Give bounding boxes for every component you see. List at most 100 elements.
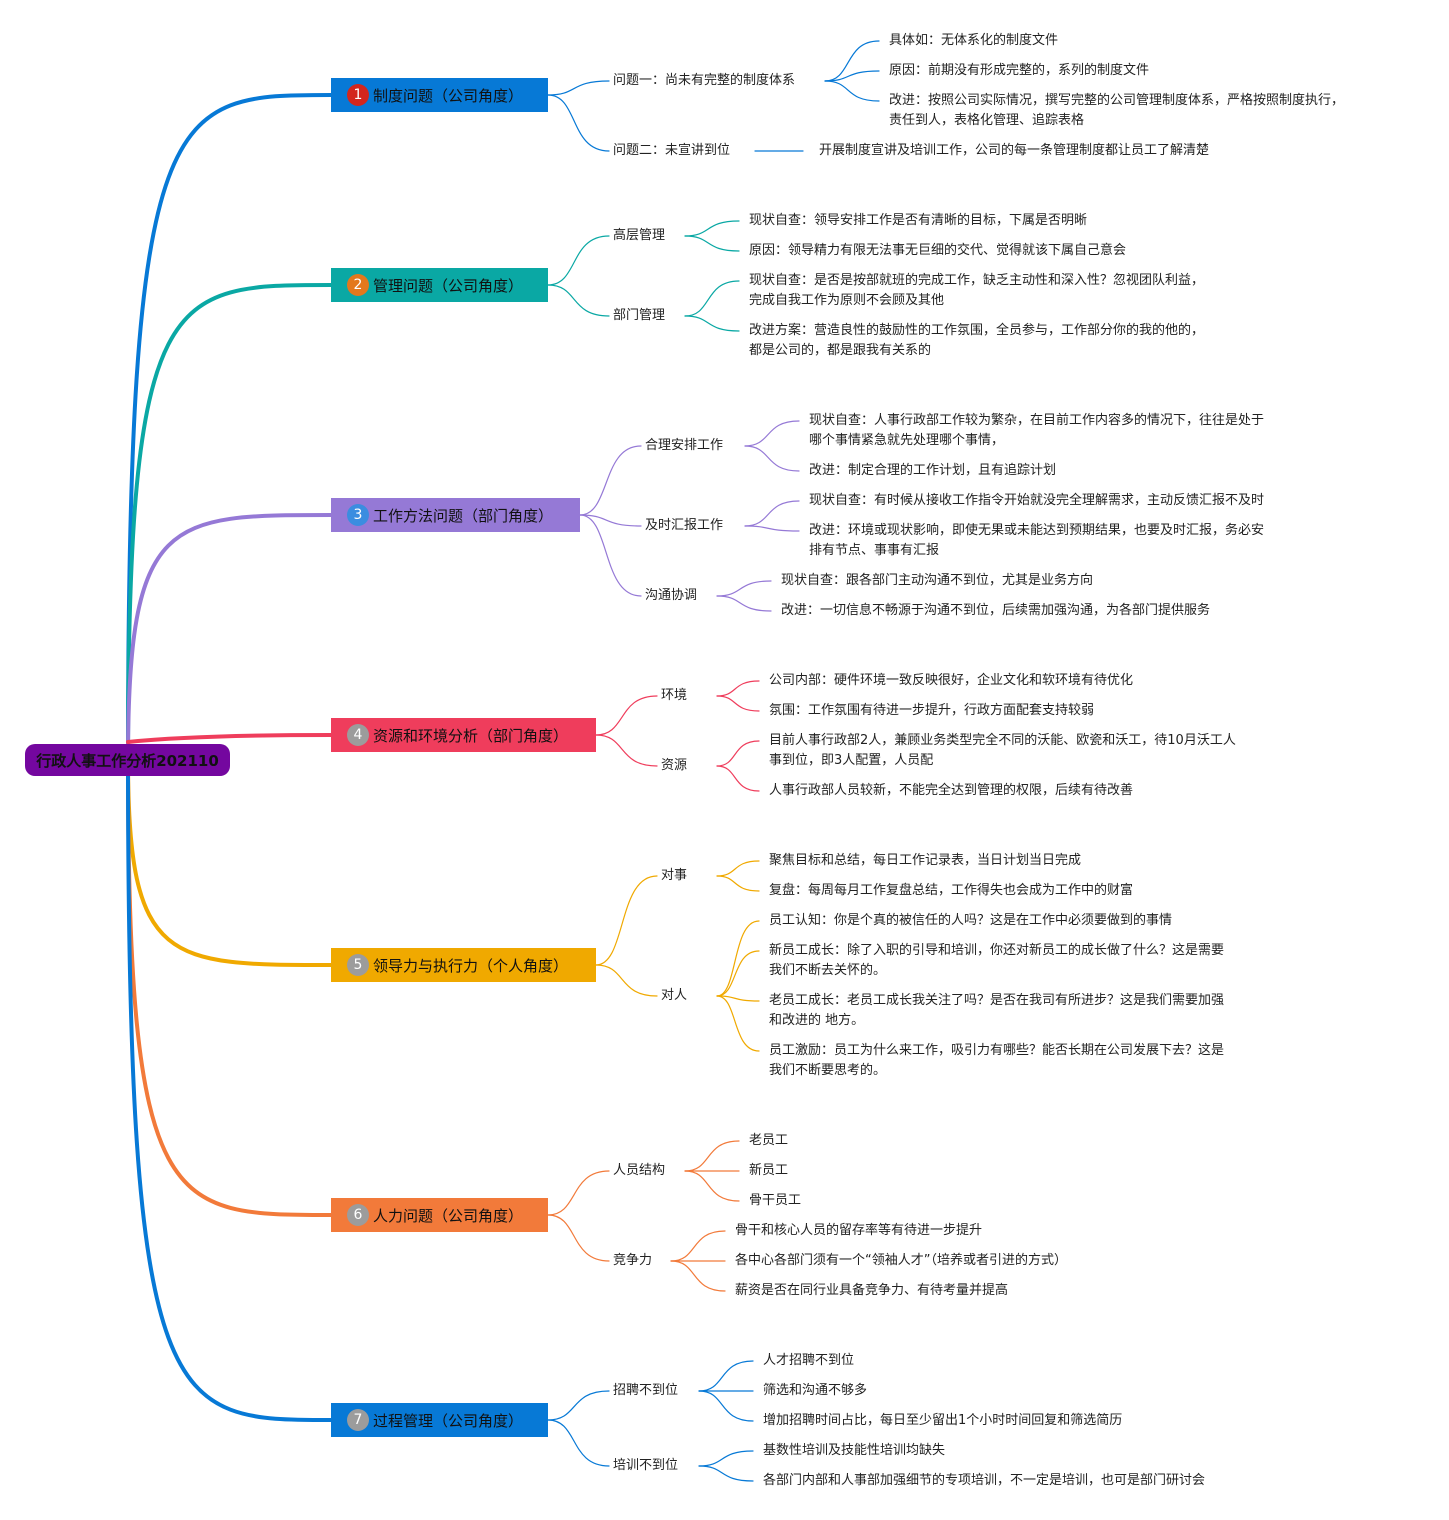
leaf-item[interactable]: 增加招聘时间占比，每日至少留出1个小时时间回复和筛选简历 bbox=[763, 1413, 1123, 1428]
leaf-item[interactable]: 现状自查：人事行政部工作较为繁杂，在目前工作内容多的情况下，往往是处于 哪个事情… bbox=[809, 413, 1265, 448]
subtopic[interactable]: 培训不到位 bbox=[613, 1458, 679, 1473]
subtopic[interactable]: 资源 bbox=[661, 758, 688, 773]
leaf-item[interactable]: 人事行政部人员较新，不能完全达到管理的权限，后续有待改善 bbox=[769, 783, 1134, 798]
leaf-item[interactable]: 改进：环境或现状影响，即使无果或未能达到预期结果，也要及时汇报，务必安 排有节点… bbox=[809, 523, 1265, 558]
leaf-item[interactable]: 骨干员工 bbox=[749, 1193, 802, 1208]
subtopic[interactable]: 沟通协调 bbox=[645, 588, 698, 603]
leaf-connector bbox=[824, 70, 880, 82]
subtopic[interactable]: 人员结构 bbox=[613, 1163, 666, 1178]
leaf-item[interactable]: 具体如：无体系化的制度文件 bbox=[889, 33, 1059, 48]
subtopic-connector bbox=[547, 1419, 610, 1467]
subtopic[interactable]: 问题二：未宣讲到位 bbox=[613, 143, 731, 158]
leaf-connector bbox=[716, 695, 760, 712]
subtopic[interactable]: 及时汇报工作 bbox=[645, 518, 724, 533]
leaf-item[interactable]: 薪资是否在同行业具备竞争力、有待考量并提高 bbox=[735, 1283, 1009, 1298]
branch-connector bbox=[126, 283, 333, 762]
leaf-item[interactable]: 公司内部：硬件环境一致反映很好，企业文化和软环境有待优化 bbox=[769, 673, 1134, 688]
subtopic-connector bbox=[547, 235, 610, 286]
subtopic-connector bbox=[547, 1214, 610, 1262]
subtopic-connector bbox=[579, 445, 642, 516]
leaf-item[interactable]: 现状自查：领导安排工作是否有清晰的目标，下属是否明晰 bbox=[749, 213, 1088, 228]
subtopic-connector bbox=[595, 734, 658, 767]
leaf-item[interactable]: 各中心各部门须有一个“领袖人才”（培养或者引进的方式） bbox=[735, 1253, 1067, 1268]
leaf-item[interactable]: 骨干和核心人员的留存率等有待进一步提升 bbox=[735, 1223, 983, 1238]
leaf-item[interactable]: 改进：一切信息不畅源于沟通不到位，后续需加强沟通，为各部门提供服务 bbox=[781, 603, 1211, 618]
leaf-item[interactable]: 各部门内部和人事部加强细节的专项培训，不一定是培训，也可是部门研讨会 bbox=[763, 1473, 1206, 1488]
subtopic[interactable]: 对事 bbox=[661, 868, 688, 883]
leaf-item[interactable]: 改进方案：营造良性的鼓励性的工作氛围，全员参与，工作部分你的我的他的， 都是公司… bbox=[749, 323, 1205, 358]
subtopic[interactable]: 高层管理 bbox=[613, 228, 666, 243]
leaf-item[interactable]: 原因：领导精力有限无法事无巨细的交代、觉得就该下属自己意会 bbox=[749, 243, 1127, 258]
leaf-connector bbox=[684, 1140, 740, 1172]
leaf-item[interactable]: 筛选和沟通不够多 bbox=[763, 1383, 868, 1398]
leaf-item[interactable]: 改进：制定合理的工作计划，且有追踪计划 bbox=[809, 463, 1057, 478]
leaf-item[interactable]: 改进：按照公司实际情况，撰写完整的公司管理制度体系，严格按照制度执行， 责任到人… bbox=[889, 93, 1345, 128]
branch-connector bbox=[126, 513, 333, 762]
subtopic[interactable]: 招聘不到位 bbox=[613, 1383, 679, 1398]
root-topic[interactable]: 行政人事工作分析202110 bbox=[25, 744, 230, 776]
subtopic-connector bbox=[547, 1170, 610, 1216]
branch-connector bbox=[126, 758, 333, 967]
subtopic[interactable]: 竞争力 bbox=[613, 1253, 653, 1268]
subtopic-connector bbox=[595, 964, 658, 997]
subtopic[interactable]: 合理安排工作 bbox=[645, 438, 724, 453]
leaf-item[interactable]: 开展制度宣讲及培训工作，公司的每一条管理制度都让员工了解清楚 bbox=[819, 143, 1210, 158]
leaf-connector bbox=[716, 995, 760, 1052]
leaf-connector bbox=[684, 235, 740, 252]
leaf-item[interactable]: 现状自查：跟各部门主动沟通不到位，尤其是业务方向 bbox=[781, 573, 1094, 588]
branch-connector bbox=[126, 758, 333, 1422]
leaf-item[interactable]: 老员工成长：老员工成长我关注了吗？是否在我司有所进步？这是我们需要加强 和改进的… bbox=[769, 993, 1225, 1028]
branch-connector bbox=[126, 758, 333, 1217]
leaf-item[interactable]: 基数性培训及技能性培训均缺失 bbox=[763, 1443, 946, 1458]
subtopic[interactable]: 问题一：尚未有完整的制度体系 bbox=[613, 73, 796, 88]
subtopic[interactable]: 部门管理 bbox=[613, 308, 666, 323]
subtopic[interactable]: 环境 bbox=[661, 688, 688, 703]
leaf-item[interactable]: 新员工 bbox=[749, 1163, 789, 1178]
topic-label: 管理问题（公司角度） bbox=[373, 276, 524, 295]
topic-number-badge: 2 bbox=[347, 274, 369, 296]
topic-label: 工作方法问题（部门角度） bbox=[373, 506, 554, 525]
leaf-item[interactable]: 员工认知：你是个真的被信任的人吗？这是在工作中必须要做到的事情 bbox=[769, 913, 1173, 928]
leaf-item[interactable]: 氛围：工作氛围有待进一步提升，行政方面配套支持较弱 bbox=[769, 703, 1095, 718]
leaf-item[interactable]: 原因：前期没有形成完整的，系列的制度文件 bbox=[889, 63, 1150, 78]
topic-number-badge: 1 bbox=[347, 84, 369, 106]
leaf-connector bbox=[698, 1465, 754, 1482]
leaf-connector bbox=[744, 525, 800, 532]
branch-connector bbox=[126, 93, 333, 762]
topic-label: 领导力与执行力（个人角度） bbox=[373, 956, 569, 975]
leaf-connector bbox=[716, 765, 760, 792]
leaf-connector bbox=[716, 995, 760, 1002]
leaf-connector bbox=[698, 1450, 754, 1467]
leaf-connector bbox=[716, 920, 760, 997]
leaf-connector bbox=[824, 40, 880, 82]
leaf-item[interactable]: 人才招聘不到位 bbox=[763, 1353, 855, 1368]
subtopic[interactable]: 对人 bbox=[661, 988, 688, 1003]
leaf-connector bbox=[698, 1390, 754, 1422]
branch-connector bbox=[126, 733, 333, 744]
topic-number-badge: 6 bbox=[347, 1204, 369, 1226]
leaf-item[interactable]: 员工激励：员工为什么来工作，吸引力有哪些？能否长期在公司发展下去？这是 我们不断… bbox=[769, 1043, 1225, 1078]
leaf-item[interactable]: 现状自查：是否是按部就班的完成工作，缺乏主动性和深入性？忽视团队利益， 完成自我… bbox=[749, 273, 1205, 308]
leaf-connector bbox=[716, 580, 772, 597]
subtopic-connector bbox=[579, 514, 642, 527]
leaf-item[interactable]: 复盘：每周每月工作复盘总结，工作得失也会成为工作中的财富 bbox=[769, 883, 1134, 898]
leaf-item[interactable]: 老员工 bbox=[749, 1133, 789, 1148]
topic-label: 制度问题（公司角度） bbox=[373, 86, 524, 105]
leaf-connector bbox=[716, 680, 760, 697]
leaf-item[interactable]: 目前人事行政部2人，兼顾业务类型完全不同的沃能、欧瓷和沃工，待10月沃工人 事到… bbox=[769, 733, 1236, 768]
leaf-item[interactable]: 新员工成长：除了入职的引导和培训，你还对新员工的成长做了什么？这是需要 我们不断… bbox=[769, 943, 1225, 978]
leaf-connector bbox=[684, 220, 740, 237]
leaf-item[interactable]: 现状自查：有时候从接收工作指令开始就没完全理解需求，主动反馈汇报不及时 bbox=[809, 493, 1265, 508]
topic-number-badge: 3 bbox=[347, 504, 369, 526]
leaf-connector bbox=[684, 1170, 740, 1202]
leaf-connector bbox=[716, 860, 760, 877]
leaf-item[interactable]: 聚焦目标和总结，每日工作记录表，当日计划当日完成 bbox=[769, 853, 1082, 868]
